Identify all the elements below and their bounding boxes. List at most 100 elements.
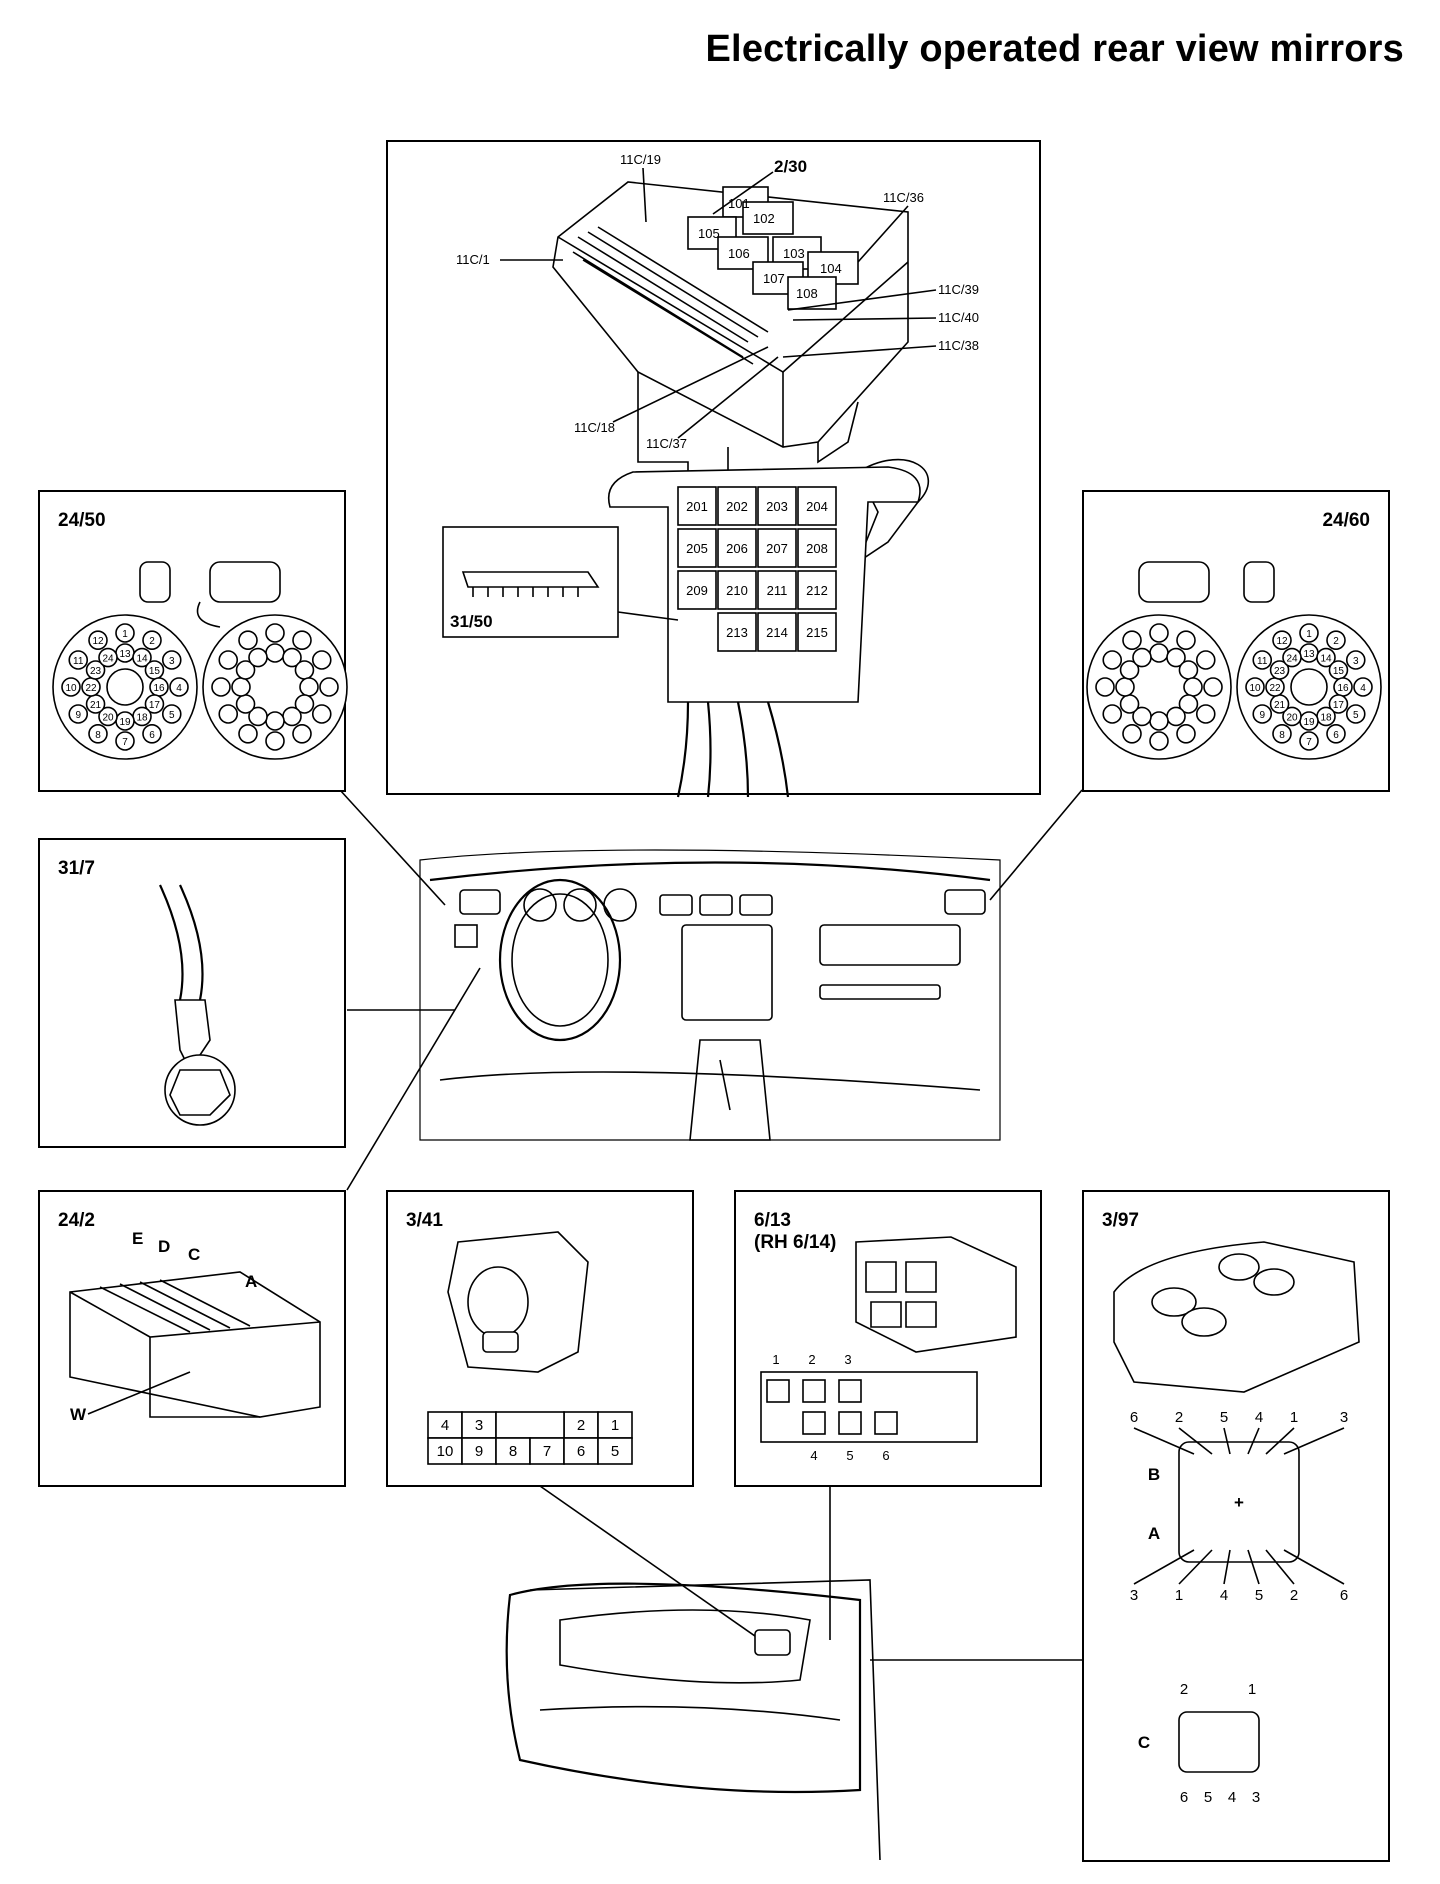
relay-202-label: 202: [726, 499, 748, 514]
relay-212: [797, 570, 837, 610]
c-pin-1-label: 1: [1248, 1681, 1256, 1698]
callout-11c-39: 11C/39: [938, 282, 979, 297]
pin-14: [132, 647, 152, 668]
pin-9: [68, 704, 89, 724]
pin-22-label: 22: [1269, 683, 1281, 694]
pin-12: [1122, 630, 1142, 651]
switch-pin-5: [597, 1437, 633, 1465]
pin-7: [265, 731, 285, 751]
inset-31-50-label: 31/50: [450, 612, 493, 631]
relay-107-label: 107: [763, 271, 785, 286]
pin-5: [161, 704, 182, 724]
c-pin-5-label: 5: [1204, 1789, 1212, 1806]
relay-106-label: 106: [728, 246, 750, 261]
switch-pin-6: [563, 1437, 599, 1465]
pin-2: [292, 630, 312, 651]
pin-1: [1149, 623, 1169, 643]
b-pin-1-label: 1: [1290, 1409, 1298, 1426]
ground-31-7-panel: 31/7: [38, 838, 346, 1148]
ground-31-7-drawing: [159, 884, 236, 1126]
pin-12-label: 12: [92, 636, 104, 647]
pin-24: [1282, 647, 1302, 668]
relay-108-label: 108: [796, 286, 818, 301]
pin-10: [211, 677, 231, 697]
motor-rh-6-14-label: (RH 6/14): [754, 1232, 837, 1253]
c-pin-2-label: 2: [1180, 1681, 1188, 1698]
bank-c-label: C: [188, 1245, 200, 1264]
pin-23-label: 23: [1274, 666, 1286, 677]
pin-5: [311, 704, 332, 724]
relay-213-label: 213: [726, 625, 748, 640]
motor-pin-2: [802, 1379, 826, 1403]
pin-3: [161, 650, 182, 670]
callout-11c-19: 11C/19: [620, 152, 661, 167]
pin-3-label: 3: [169, 656, 175, 667]
pin-7: [115, 731, 135, 751]
a-pin-5-label: 5: [1255, 1587, 1263, 1604]
ab-connector: [1178, 1441, 1300, 1563]
motor-pin-6: [874, 1411, 898, 1435]
pin-6: [142, 723, 162, 744]
pin-21-label: 21: [90, 700, 102, 711]
relay-104-label: 104: [820, 261, 842, 276]
pin-17: [1178, 694, 1199, 714]
a-pin-4-label: 4: [1220, 1587, 1228, 1604]
pin-7: [1149, 731, 1169, 751]
relay-203: [757, 486, 797, 526]
relay-204-label: 204: [806, 499, 828, 514]
pin-23: [1119, 660, 1140, 680]
motor-pin-4: [802, 1411, 826, 1435]
pin-6-label: 6: [149, 730, 155, 741]
pin-11: [68, 650, 89, 670]
pin-5: [1195, 704, 1216, 724]
a-pin-3-label: 3: [1130, 1587, 1138, 1604]
pin-7-label: 7: [1306, 737, 1312, 748]
pin-14: [282, 647, 302, 668]
switch-pin-8: [495, 1437, 531, 1465]
pin-15-label: 15: [1333, 666, 1345, 677]
switch-pin-1-label: 1: [611, 1417, 619, 1434]
pin-3: [311, 650, 332, 670]
relay-213: [717, 612, 757, 652]
c-connector: [1178, 1711, 1260, 1773]
relay-215-label: 215: [806, 625, 828, 640]
pin-2-label: 2: [149, 636, 155, 647]
pin-23-label: 23: [90, 666, 102, 677]
pin-3: [1345, 650, 1366, 670]
pin-24: [1132, 647, 1152, 668]
pin-4: [319, 677, 339, 697]
a-pin-6-label: 6: [1340, 1587, 1348, 1604]
connector-24-50-label: 24/50: [58, 510, 106, 531]
pin-16-label: 16: [1337, 683, 1349, 694]
pin-20: [248, 706, 268, 727]
pin-6-label: 6: [1333, 730, 1339, 741]
pin-12: [88, 630, 108, 651]
relay-212-label: 212: [806, 583, 828, 598]
switch-pin-3-label: 3: [475, 1417, 483, 1434]
pin-2: [1326, 630, 1346, 651]
relay-207: [757, 528, 797, 568]
pin-11: [218, 650, 239, 670]
pin-11: [1252, 650, 1273, 670]
central-unit-24-2-label: 24/2: [58, 1210, 95, 1231]
pin-20-label: 20: [1286, 712, 1298, 723]
motor-6-13-label: 6/13: [754, 1210, 791, 1231]
pin-17: [294, 694, 315, 714]
switch-pin-10-label: 10: [437, 1443, 454, 1460]
pin-24: [248, 647, 268, 668]
pin-1-label: 1: [1306, 629, 1312, 640]
row-c-label: C: [1138, 1733, 1150, 1752]
pin-3: [1195, 650, 1216, 670]
relay-202: [717, 486, 757, 526]
pin-8-label: 8: [95, 730, 101, 741]
motor-pin-6-label: 6: [882, 1448, 889, 1463]
b-pin-4-label: 4: [1255, 1409, 1263, 1426]
relay-208: [797, 528, 837, 568]
